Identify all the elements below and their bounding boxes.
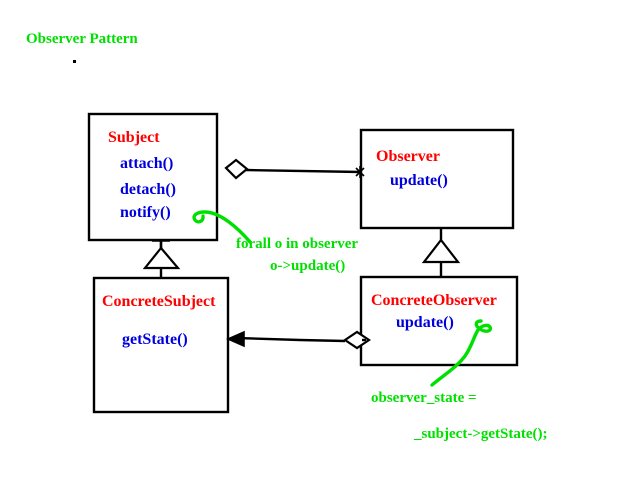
- association-line-subject-observer: [245, 168, 362, 174]
- method-detach: detach(): [120, 181, 176, 198]
- page-title: Observer Pattern: [26, 31, 138, 47]
- class-title-observer: Observer: [376, 148, 440, 165]
- relationship-concrete-subject-subject: [142, 240, 181, 278]
- hollow-diamond-icon: [224, 158, 249, 180]
- method-notify: notify(): [120, 204, 171, 221]
- method-attach: attach(): [120, 155, 174, 172]
- class-box-concrete-observer[interactable]: [359, 275, 519, 367]
- annotation-notify-line2: o->update(): [270, 258, 346, 274]
- filled-arrow-icon: [226, 330, 245, 348]
- method-concrete-observer-update: update(): [396, 314, 454, 331]
- relationship-concrete-observer-observer: [421, 228, 461, 277]
- relationship-subject-observer: [224, 158, 365, 180]
- method-get-state: getState(): [122, 331, 188, 348]
- class-title-concrete-subject: ConcreteSubject: [102, 293, 216, 310]
- handdrawn-pointer-notify: [192, 210, 252, 244]
- annotation-update-line1: observer_state =: [371, 390, 477, 406]
- handdrawn-pointer-update: [430, 319, 493, 387]
- association-line-concrete: [235, 336, 346, 343]
- class-title-subject: Subject: [108, 129, 160, 146]
- hollow-diamond-icon: [343, 330, 371, 350]
- hollow-triangle-icon: [142, 246, 181, 270]
- annotation-update-line2: _subject->getState();: [414, 426, 548, 442]
- method-observer-update: update(): [390, 172, 448, 189]
- annotation-notify-line1: forall o in observer: [236, 236, 359, 252]
- class-title-concrete-observer: ConcreteObserver: [371, 292, 497, 309]
- class-box-observer[interactable]: [359, 128, 515, 230]
- hollow-triangle-icon: [421, 238, 461, 264]
- relationship-concrete-observer-concrete-subject: [226, 330, 371, 350]
- stray-dot: [73, 60, 76, 63]
- multiplicity-star-icon: [355, 166, 365, 178]
